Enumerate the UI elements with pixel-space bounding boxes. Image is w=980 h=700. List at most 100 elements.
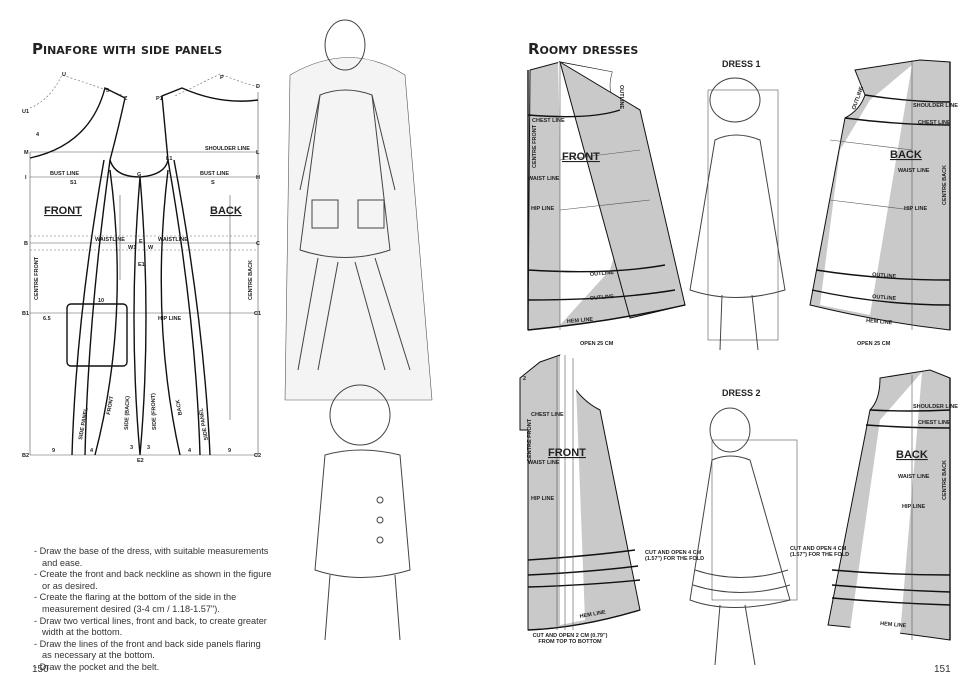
svg-text:3: 3 — [130, 445, 133, 451]
d1-front-title: FRONT — [562, 151, 600, 163]
svg-text:B: B — [24, 241, 28, 247]
instruction-item: Draw the base of the dress, with suitabl… — [32, 546, 272, 569]
svg-text:4: 4 — [90, 448, 94, 454]
dress2-girl-sketch — [689, 407, 798, 666]
svg-text:W: W — [148, 245, 154, 251]
svg-text:CHEST LINE: CHEST LINE — [918, 420, 951, 426]
d2-back-fold-note: CUT AND OPEN 4 CM (1.57") FOR THE FOLD — [790, 546, 850, 558]
svg-text:P1: P1 — [156, 96, 163, 102]
svg-text:WAIST LINE: WAIST LINE — [898, 168, 930, 174]
right-page-number: 151 — [934, 664, 951, 675]
svg-text:HEM LINE: HEM LINE — [880, 621, 907, 629]
svg-text:U1: U1 — [22, 109, 29, 115]
svg-text:CENTRE FRONT: CENTRE FRONT — [532, 124, 538, 168]
svg-text:M: M — [24, 150, 29, 156]
svg-text:HEM LINE: HEM LINE — [866, 318, 893, 326]
svg-text:G: G — [137, 172, 141, 178]
svg-text:3: 3 — [147, 445, 150, 451]
side-panel-front-label: SIDE PANEL — [78, 407, 90, 441]
svg-text:OUTLINE: OUTLINE — [590, 294, 615, 302]
measurement-labels: 9 4 3 3 4 9 10 6.5 5 4 — [36, 88, 231, 454]
svg-text:L: L — [256, 150, 260, 156]
back-label: BACK — [210, 205, 242, 217]
svg-text:WAIST LINE: WAIST LINE — [528, 460, 560, 466]
front-piece-label: FRONT — [106, 395, 115, 415]
svg-text:HIP LINE: HIP LINE — [531, 206, 554, 212]
shoulder-line-label: SHOULDER LINE — [205, 146, 250, 152]
svg-text:Z: Z — [124, 96, 128, 102]
child-sketch — [314, 384, 411, 641]
svg-text:5: 5 — [106, 88, 109, 94]
svg-text:BACK: BACK — [896, 449, 928, 461]
svg-text:B1: B1 — [22, 311, 29, 317]
svg-text:6.5: 6.5 — [43, 316, 51, 322]
waistline-label-front: WAISTLINE — [95, 237, 125, 243]
svg-text:9: 9 — [52, 448, 55, 454]
svg-text:OUTLINE: OUTLINE — [872, 272, 897, 280]
centre-back-label: CENTRE BACK — [248, 260, 254, 300]
svg-text:9: 9 — [228, 448, 231, 454]
svg-text:E1: E1 — [138, 262, 145, 268]
hip-line-label: HIP LINE — [158, 316, 181, 322]
svg-text:OUTLINE: OUTLINE — [872, 294, 897, 302]
svg-text:U: U — [62, 72, 66, 78]
svg-text:WAIST LINE: WAIST LINE — [898, 474, 930, 480]
dress1-label: DRESS 1 — [722, 59, 761, 69]
svg-text:2: 2 — [523, 376, 526, 382]
side-panel-back-label: SIDE PANEL — [198, 407, 210, 441]
svg-text:BACK: BACK — [890, 149, 922, 161]
bust-line-label-front: BUST LINE — [50, 171, 79, 177]
instruction-item: Create the flaring at the bottom of the … — [32, 592, 272, 615]
dress2-front-pattern: FRONT 2 CHEST LINE CENTRE FRONT WAIST LI… — [519, 354, 705, 645]
svg-text:HIP LINE: HIP LINE — [904, 206, 927, 212]
d2-front-bottom-note: CUT AND OPEN 2 CM (0.79") FROM TOP TO BO… — [532, 633, 608, 645]
d2-front-fold-note: CUT AND OPEN 4 CM (1.57") FOR THE FOLD — [645, 550, 705, 562]
svg-text:OUTLINE: OUTLINE — [618, 85, 624, 109]
instruction-item: Draw two vertical lines, front and back,… — [32, 616, 272, 639]
dress1-back-pattern: BACK SHOULDER LINE CHEST LINE CENTRE BAC… — [809, 59, 958, 347]
svg-text:W1: W1 — [128, 245, 136, 251]
svg-text:E: E — [139, 239, 143, 245]
point-labels: U U1 M I B B1 B2 Z S1 P P1 D L H C C1 C2… — [22, 72, 261, 464]
svg-text:CENTRE FRONT: CENTRE FRONT — [527, 418, 533, 462]
svg-text:E2: E2 — [137, 458, 144, 464]
svg-text:L1: L1 — [166, 156, 172, 162]
svg-text:C1: C1 — [254, 311, 261, 317]
dress2-label: DRESS 2 — [722, 388, 761, 398]
svg-text:C: C — [256, 241, 260, 247]
svg-text:I: I — [25, 175, 27, 181]
svg-text:SHOULDER LINE: SHOULDER LINE — [913, 404, 958, 410]
svg-text:OUTLINE: OUTLINE — [590, 270, 615, 278]
svg-text:HIP LINE: HIP LINE — [902, 504, 925, 510]
svg-text:10: 10 — [98, 298, 104, 304]
left-page-title: Pinafore with side panels — [32, 40, 223, 58]
svg-text:B2: B2 — [22, 453, 29, 459]
centre-front-label: CENTRE FRONT — [34, 256, 40, 300]
front-label: FRONT — [44, 205, 82, 217]
dress1-front-pattern: FRONT CHEST LINE CENTRE FRONT WAIST LINE… — [527, 60, 686, 347]
waistline-label-back: WAISTLINE — [158, 237, 188, 243]
svg-text:HEM LINE: HEM LINE — [579, 609, 606, 620]
svg-text:OPEN 25 CM: OPEN 25 CM — [857, 341, 891, 347]
back-piece-label: BACK — [175, 399, 184, 416]
right-page-title: Roomy dresses — [528, 40, 639, 58]
instruction-item: Draw the pocket and the belt. — [32, 662, 272, 674]
svg-text:CHEST LINE: CHEST LINE — [532, 118, 565, 124]
dress2-back-pattern: BACK SHOULDER LINE CHEST LINE CENTRE BAC… — [790, 369, 958, 641]
svg-text:SHOULDER LINE: SHOULDER LINE — [913, 103, 958, 109]
svg-text:S1: S1 — [70, 180, 77, 186]
svg-text:WAIST LINE: WAIST LINE — [528, 176, 560, 182]
svg-text:HEM LINE: HEM LINE — [567, 317, 594, 325]
instruction-item: Draw the lines of the front and back sid… — [32, 639, 272, 662]
svg-text:S: S — [211, 180, 215, 186]
instructions-list: Draw the base of the dress, with suitabl… — [32, 546, 272, 674]
side-back-label: SIDE (BACK) — [124, 396, 131, 430]
girl-pinafore-sketch — [284, 19, 433, 401]
svg-text:D: D — [256, 84, 260, 90]
left-page-number: 150 — [32, 664, 49, 675]
svg-text:4: 4 — [36, 132, 40, 138]
dress1-girl-sketch — [689, 77, 786, 351]
instruction-item: Create the front and back neckline as sh… — [32, 569, 272, 592]
svg-text:OPEN 25 CM: OPEN 25 CM — [580, 341, 614, 347]
